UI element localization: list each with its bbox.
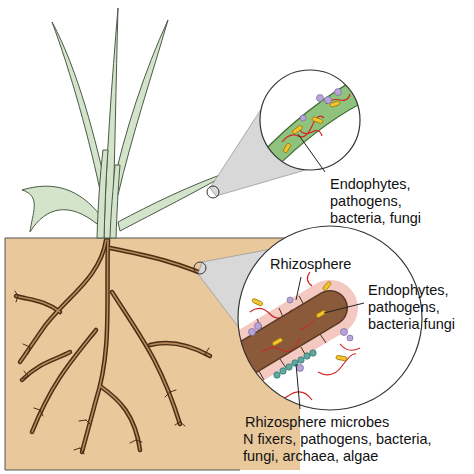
roots (16, 240, 222, 452)
roots (32, 330, 96, 432)
root-magnifier (298, 357, 304, 363)
roots (15, 240, 222, 454)
leaf-magnifier (260, 70, 360, 170)
root-magnifier (347, 335, 353, 341)
leaf-magnifier (335, 89, 342, 96)
root-magnifier (292, 360, 298, 366)
leaf-magnifier (300, 130, 322, 136)
root-magnifier (241, 369, 249, 380)
root-magnifier (287, 297, 293, 303)
root-microbe-label: Endophytes, pathogens, bacteria fungi (368, 282, 458, 333)
leaf-magnifier (282, 94, 350, 142)
roots (100, 386, 140, 450)
root-magnifier (200, 308, 330, 386)
root-magnifier (252, 298, 264, 306)
root-magnifier (340, 344, 360, 350)
root-magnifier (200, 308, 330, 386)
roots (22, 352, 70, 380)
leaf-magnifier (292, 125, 303, 135)
leaf-magnifier (325, 97, 332, 104)
root-magnifier (318, 354, 356, 375)
root-magnifier (280, 368, 286, 374)
grass-plant (22, 186, 100, 232)
root-magnifier (262, 338, 300, 352)
leaf-microbe-label: Endophytes, pathogens, bacteria, fungi (330, 176, 455, 227)
root-magnifier (241, 281, 347, 379)
roots (15, 291, 210, 454)
root-magnifier (274, 372, 280, 378)
roots (112, 292, 180, 424)
root-magnifier (316, 310, 327, 318)
root-magnifier (307, 272, 312, 286)
region-label: Rhizosphere (270, 256, 360, 273)
grass-plant (110, 165, 120, 238)
root-magnifier (200, 272, 360, 408)
roots (16, 296, 60, 312)
roots (15, 291, 210, 454)
roots (32, 330, 96, 432)
leaf-magnifier (283, 100, 341, 153)
root-magnifier (262, 320, 314, 352)
root-magnifier (249, 329, 256, 336)
zoom-origin (194, 186, 219, 274)
group-heading: Rhizosphere microbes (245, 414, 445, 431)
root-magnifier (286, 364, 292, 370)
root-magnifier (200, 308, 330, 386)
leaf-magnifier (300, 89, 342, 122)
root-magnifier (336, 355, 348, 361)
leaf-magnifier (248, 70, 376, 182)
root-magnifier (304, 353, 310, 359)
leaf-magnifier (283, 143, 291, 154)
root-magnifier (242, 388, 248, 408)
root-magnifier (322, 281, 331, 291)
root-magnifier (274, 350, 316, 378)
roots (150, 343, 210, 356)
leader-line (324, 303, 364, 313)
roots (22, 352, 70, 380)
root-magnifier (297, 365, 304, 372)
leaf-magnifier (312, 116, 324, 124)
roots (16, 240, 222, 452)
zoom-origin (194, 262, 206, 274)
roots (100, 386, 140, 450)
zoom-origin (207, 186, 219, 198)
leaf-magnifier (300, 115, 306, 121)
root-magnifier (310, 350, 316, 356)
root-magnifier (255, 323, 262, 330)
leader-line (298, 134, 325, 172)
leaf-magnifier (248, 70, 376, 182)
root-magnifier (300, 320, 314, 330)
roots (20, 240, 106, 362)
grass-plant (112, 20, 168, 195)
roots (16, 296, 60, 312)
grass-plant (22, 8, 234, 238)
leader-line (296, 277, 301, 300)
roots (150, 343, 210, 356)
leaf-magnifier (317, 95, 324, 102)
leaf-magnifier (248, 70, 376, 182)
leader-line (296, 364, 300, 409)
grass-plant (52, 22, 108, 200)
grass-plant (97, 150, 108, 238)
root-magnifier (341, 329, 348, 336)
group-list: N fixers, pathogens, bacteria, fungi, ar… (243, 431, 465, 465)
root-magnifier (272, 337, 284, 346)
root-magnifier (249, 297, 354, 372)
